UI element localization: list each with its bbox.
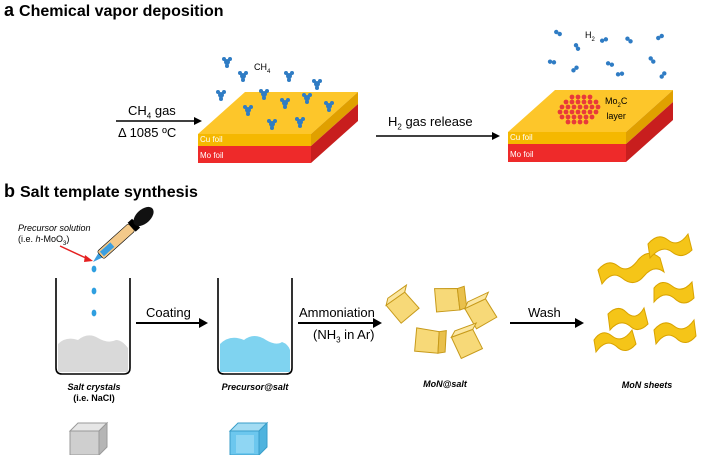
cvd-temp-label: Δ 1085 ºC — [118, 125, 177, 140]
ch4-sub: 4 — [267, 68, 271, 75]
nh-pre: (NH — [313, 327, 337, 342]
mon-cube — [385, 283, 420, 324]
h2-label: H2 — [585, 30, 595, 43]
gas-ch: CH — [128, 103, 147, 118]
panel-b-title-text: Salt template synthesis — [20, 184, 198, 201]
precursor-line1: Precursor solution — [18, 223, 91, 233]
mon-sheet — [653, 318, 697, 346]
precursor-post: ) — [66, 234, 70, 244]
panel-a-letter: a — [4, 0, 15, 20]
mo2c-formula: Mo2C — [605, 96, 627, 111]
release-h: H — [388, 114, 398, 129]
precursor-sub: 3 — [63, 240, 67, 247]
release-sub: 2 — [397, 122, 402, 132]
panel-b-letter: b — [4, 181, 15, 201]
caption-salt: Salt crystals (i.e. NaCl) — [54, 382, 134, 404]
release-rest: gas release — [401, 114, 473, 129]
caption-salt-line2: (i.e. NaCl) — [73, 393, 115, 403]
nh-sub: 3 — [336, 335, 341, 345]
precursor-pre: (i.e. — [18, 234, 36, 244]
step-wash: Wash — [528, 305, 561, 320]
panel-a-title-text: Chemical vapor deposition — [19, 3, 224, 20]
mo2c-mo: Mo — [605, 96, 618, 106]
salt-cube — [68, 421, 109, 455]
ch4-label: CH4 — [254, 62, 270, 75]
mon-sheet — [607, 306, 649, 332]
cu-foil-label-2: Cu foil — [510, 133, 533, 142]
mo2c-layer-label: Mo2C layer — [605, 96, 627, 121]
mon-sheet — [593, 328, 637, 354]
precursor-mid: -MoO — [40, 234, 64, 244]
precursor-label: Precursor solution (i.e. h-MoO3) — [18, 223, 91, 250]
cu-foil-label-1: Cu foil — [200, 135, 223, 144]
mo-foil-label-1: Mo foil — [200, 151, 224, 160]
gas-sub: 4 — [146, 111, 152, 121]
mon-sheet — [597, 253, 665, 286]
cvd-gas-label: CH4 gas — [128, 103, 176, 121]
mo2c-c: C — [620, 96, 628, 106]
gas-rest: gas — [151, 103, 176, 118]
precursor-h: h — [35, 234, 41, 244]
h2-release-label: H2 gas release — [388, 114, 473, 132]
mon-cube — [414, 327, 447, 354]
mo2c-sub: 2 — [617, 102, 621, 109]
step-coating: Coating — [146, 305, 191, 320]
precursor-cube — [228, 421, 269, 455]
nh-post: in Ar) — [340, 327, 375, 342]
step-ammoniation: Ammoniation — [299, 305, 375, 320]
ch4-main: CH — [254, 62, 267, 72]
mon-cube — [463, 291, 498, 330]
precursor-line2: (i.e. h-MoO3) — [18, 234, 91, 250]
caption-mon-sheets: MoN sheets — [621, 380, 673, 390]
mon-sheet — [647, 232, 693, 260]
h2-main: H — [585, 30, 592, 40]
step-ammoniation-condition: (NH3 in Ar) — [313, 327, 375, 345]
caption-salt-line1: Salt crystals — [67, 382, 121, 392]
mo-foil-label-2: Mo foil — [510, 150, 534, 159]
mon-cube — [450, 322, 484, 360]
caption-precursor: Precursor@salt — [221, 382, 289, 392]
mon-sheet — [653, 280, 695, 304]
caption-mon-salt: MoN@salt — [423, 379, 467, 389]
panel-b-title: b Salt template synthesis — [4, 181, 198, 202]
mo2c-layer-word: layer — [606, 110, 626, 121]
h2-sub: 2 — [591, 36, 595, 43]
